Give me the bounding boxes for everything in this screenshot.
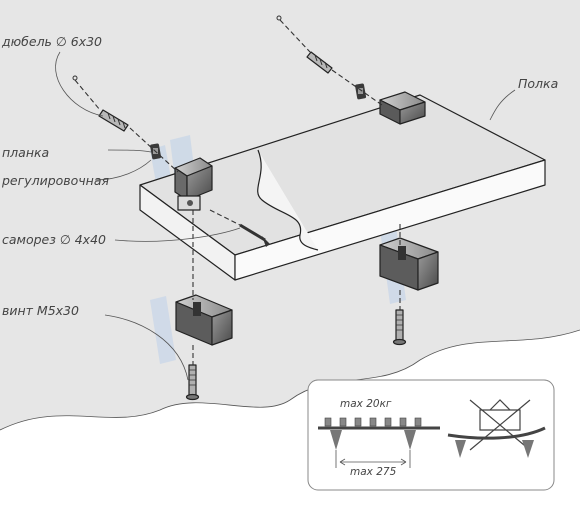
screw-icon [239, 223, 270, 247]
bolt-label: винт М5x30 [2, 303, 79, 318]
assembly-lines [72, 15, 401, 365]
shelf [139, 94, 546, 281]
wall-edge [0, 329, 580, 431]
shelf-cut-line [257, 149, 319, 251]
dowel-icon [98, 109, 129, 132]
crossed-shelf-icon [447, 399, 546, 458]
bracket-lower-right-icon [379, 237, 439, 291]
max-load-label: max 20кг [340, 398, 392, 410]
shelf-label: Полка [518, 76, 558, 91]
plate-label-line1: планка [2, 145, 49, 160]
adjusting-plate-right-icon [355, 83, 367, 100]
dowel-right-icon [306, 51, 333, 74]
screw-label: саморез ∅ 4x40 [2, 232, 106, 247]
plate-label-line2: регулировочная [1, 173, 110, 188]
max-length-label: max 275 [350, 466, 397, 478]
loaded-shelf-icon [318, 417, 440, 468]
bracket-top-right-icon [379, 91, 426, 125]
dowel-label: дюбель ∅ 6x30 [1, 34, 102, 49]
bracket-lower-left-icon [175, 294, 233, 346]
leader-lines [55, 51, 516, 381]
bracket-icon [174, 157, 213, 211]
load-inset: max 20кг max 275 [307, 379, 555, 491]
